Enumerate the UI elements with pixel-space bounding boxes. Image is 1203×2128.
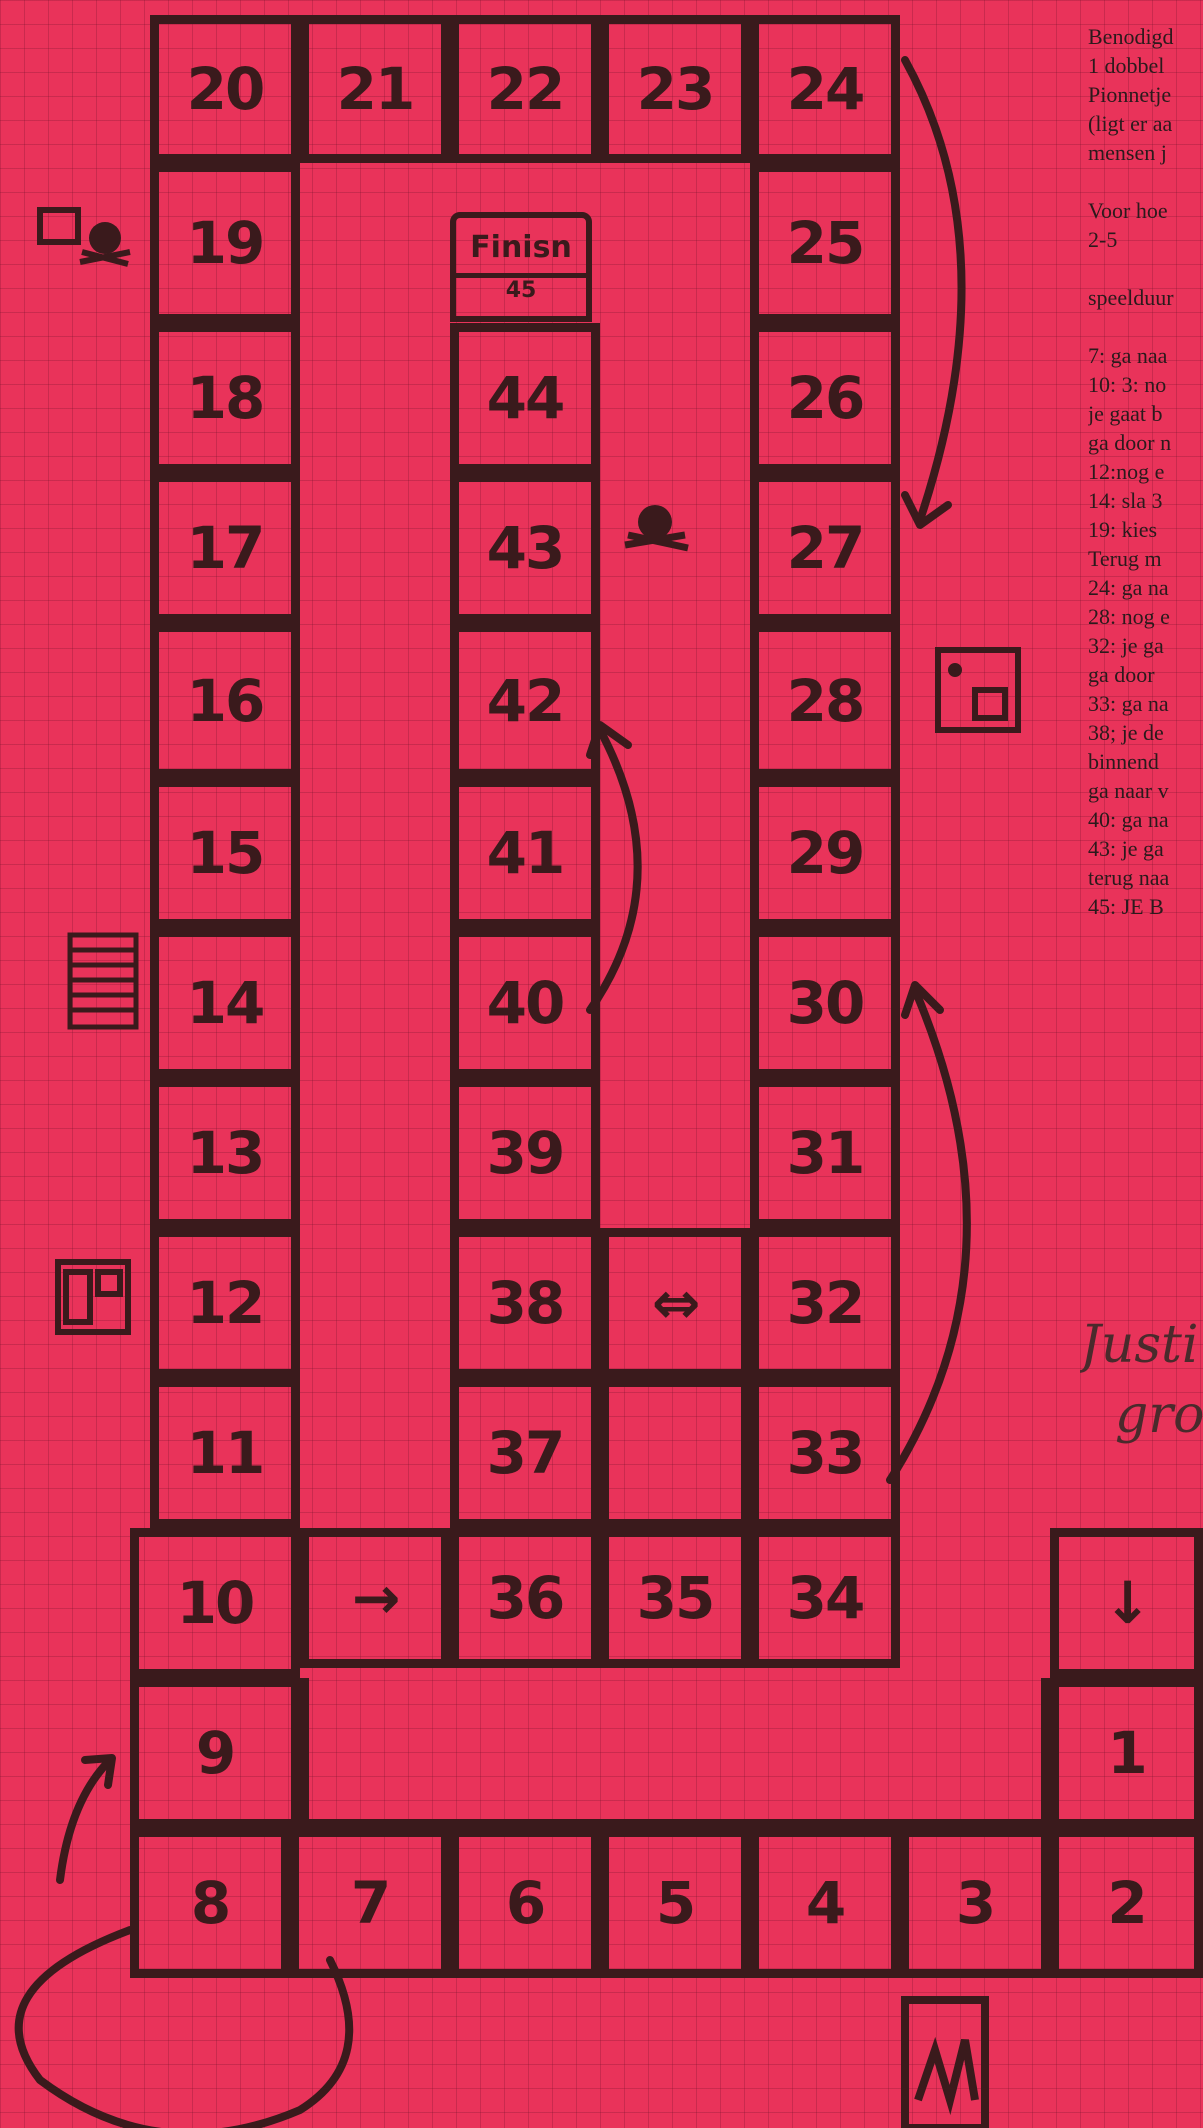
jump-arrow-24-27 — [905, 60, 962, 520]
jump-arrow-8-9-upper — [60, 1760, 110, 1880]
skull-icon — [625, 505, 688, 548]
rules-line: ga naar v — [1088, 776, 1203, 805]
rules-line: 24: ga na — [1088, 573, 1203, 602]
handwritten-note: grot — [1115, 1385, 1203, 1445]
rules-gap — [1088, 254, 1203, 283]
rules-gap — [1088, 167, 1203, 196]
rules-line: 19: kies — [1088, 515, 1203, 544]
rules-line: ga door n — [1088, 428, 1203, 457]
rules-line: 32: je ga — [1088, 631, 1203, 660]
rules-line: 33: ga na — [1088, 689, 1203, 718]
rules-line: Voor hoe — [1088, 196, 1203, 225]
jump-arrow-40-42 — [590, 730, 638, 1010]
rules-line: 40: ga na — [1088, 805, 1203, 834]
dice-icon — [938, 650, 1018, 730]
rules-line: mensen j — [1088, 138, 1203, 167]
door-icon — [58, 1262, 128, 1332]
rules-line: Terug m — [1088, 544, 1203, 573]
rules-line: ga door — [1088, 660, 1203, 689]
rules-line: terug naa — [1088, 863, 1203, 892]
skull-icon — [40, 210, 130, 264]
rules-line: 45: JE B — [1088, 892, 1203, 921]
rules-line: 12:nog e — [1088, 457, 1203, 486]
rules-line: Pionnetje — [1088, 80, 1203, 109]
rules-gap — [1088, 312, 1203, 341]
rules-line: 1 dobbel — [1088, 51, 1203, 80]
rules-line: (ligt er aa — [1088, 109, 1203, 138]
jump-arrow-8-9 — [19, 1930, 350, 2128]
rules-line: 2-5 — [1088, 225, 1203, 254]
rules-line: 14: sla 3 — [1088, 486, 1203, 515]
handwritten-name: Justi — [1080, 1315, 1203, 1375]
rules-line: binnend — [1088, 747, 1203, 776]
rules-line: 28: nog e — [1088, 602, 1203, 631]
ladder-icon — [70, 935, 136, 1027]
rules-line: Benodigd — [1088, 22, 1203, 51]
rules-line: 38; je de — [1088, 718, 1203, 747]
rules-line: speelduur — [1088, 283, 1203, 312]
rules-line: 10: 3: no — [1088, 370, 1203, 399]
rules-line: 43: je ga — [1088, 834, 1203, 863]
rules-line: 7: ga naa — [1088, 341, 1203, 370]
rules-text: Benodigd 1 dobbel Pionnetje (ligt er aa … — [1088, 22, 1203, 921]
jail-icon — [905, 2000, 985, 2128]
jump-arrow-33-30 — [890, 990, 967, 1480]
rules-line: je gaat b — [1088, 399, 1203, 428]
